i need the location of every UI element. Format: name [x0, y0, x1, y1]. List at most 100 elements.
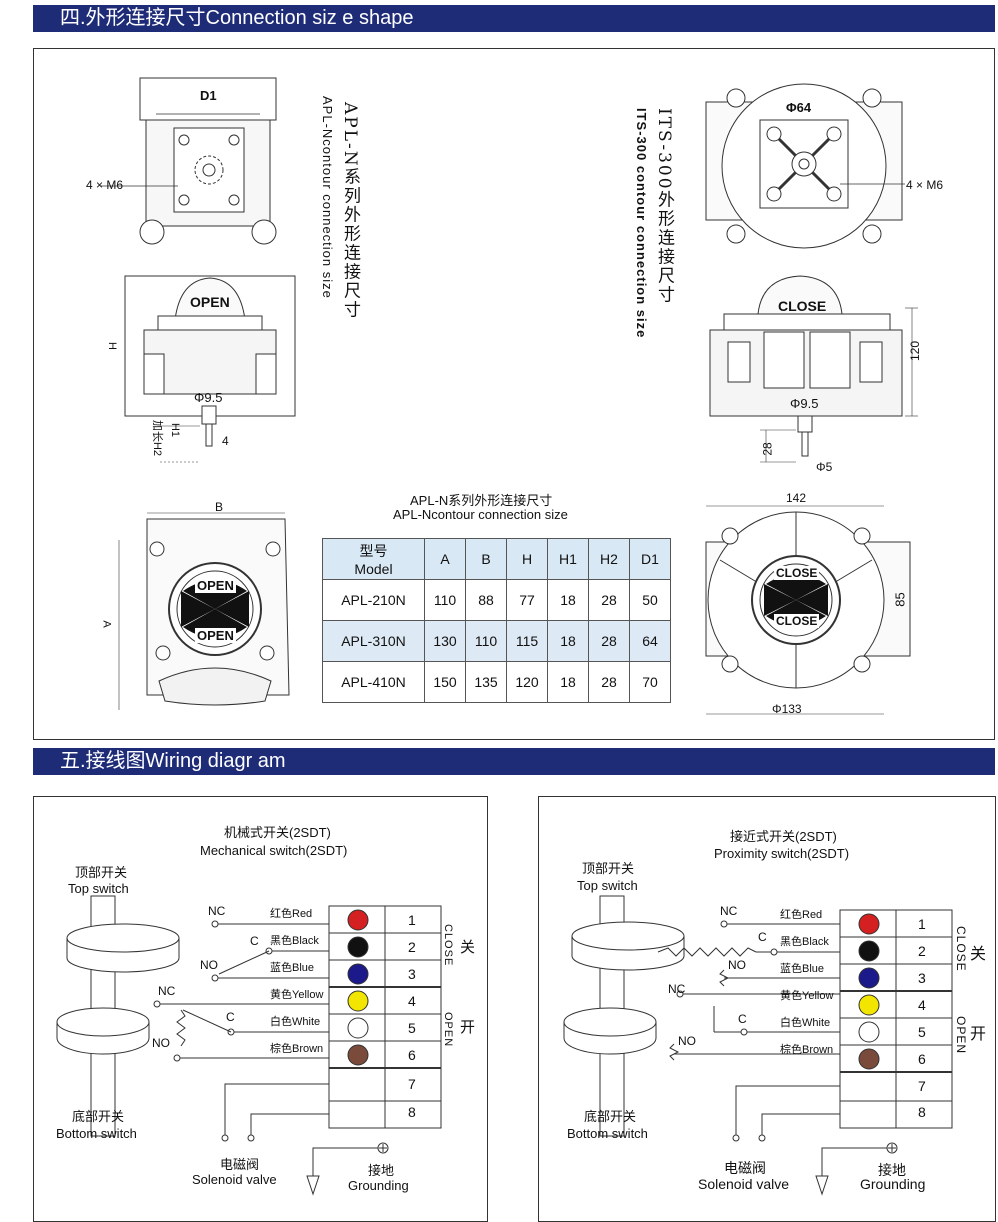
- table-title-cn: APL-N系列外形连接尺寸: [410, 493, 553, 508]
- its-shaft-label: Φ9.5: [790, 396, 819, 411]
- terminal-number: 3: [918, 970, 926, 986]
- table-cell: 18: [547, 579, 589, 621]
- prox-solenoid-en: Solenoid valve: [698, 1176, 790, 1192]
- its-bottom-view: [705, 505, 911, 715]
- table-cell: 64: [629, 620, 671, 662]
- terminal-number: 8: [918, 1104, 926, 1120]
- wire-label: 红色Red: [270, 908, 313, 920]
- prox-nc-top: NC: [720, 904, 738, 918]
- its-phi133-label: Φ133: [772, 702, 802, 716]
- prox-c-top: C: [758, 930, 767, 944]
- mech-no-bottom: NO: [152, 1036, 170, 1050]
- mech-c-bottom: C: [226, 1010, 235, 1024]
- col-header: H1: [547, 538, 589, 580]
- section-title: 五.接线图Wiring diagr am: [60, 750, 286, 772]
- wire-label: 蓝色Blue: [270, 962, 315, 974]
- wire-label: 棕色Brown: [270, 1043, 324, 1055]
- terminal-number: 6: [918, 1051, 926, 1067]
- prox-title-en: Proximity switch(2SDT): [714, 846, 850, 861]
- table-row: APL-410N 150 135 120 18 28 70: [322, 661, 671, 703]
- prox-no-bottom: NO: [678, 1034, 696, 1048]
- apln-shaft-label: Φ9.5: [194, 390, 223, 405]
- prox-nc-bottom: NC: [668, 982, 686, 996]
- terminal-number: 5: [918, 1024, 926, 1040]
- cell-model: APL-310N: [322, 620, 425, 662]
- apln-h-label: H: [105, 342, 118, 350]
- apln-front-view: [124, 275, 296, 463]
- its-side-title-cn: ITS-300外形连接尺寸: [654, 108, 674, 305]
- col-header: D1: [629, 538, 671, 580]
- table-cell: 18: [547, 661, 589, 703]
- apln-h1-label: H1: [169, 422, 182, 438]
- its-bolt-label: 4 × M6: [906, 178, 944, 192]
- apln-side-title-cn: APL-N系列外形连接尺寸: [340, 102, 360, 320]
- table-cell: 150: [424, 661, 466, 703]
- mech-top-cn: 顶部开关: [75, 865, 128, 880]
- col-header: H: [506, 538, 548, 580]
- apln-bottom-view: [118, 512, 290, 710]
- mech-nc-bottom: NC: [158, 984, 176, 998]
- its-d28-label: 28: [760, 442, 775, 456]
- prox-ground-cn: 接地: [878, 1162, 906, 1178]
- apln-bolt-label: 4 × M6: [86, 178, 124, 192]
- cell-model: APL-410N: [322, 661, 425, 703]
- table-title-en: APL-Ncontour connection size: [393, 507, 568, 522]
- wire-label: 黑色Black: [270, 935, 319, 947]
- prox-c-bottom: C: [738, 1012, 747, 1026]
- wire-label: 蓝色Blue: [780, 963, 825, 975]
- wire-label: 白色White: [270, 1016, 321, 1028]
- mech-open-cn: 开: [460, 1019, 476, 1036]
- prox-no-top: NO: [728, 958, 746, 972]
- col-model-cn: 型号: [359, 543, 388, 559]
- its-phi5-label: Φ5: [816, 460, 833, 474]
- table-cell: 130: [424, 620, 466, 662]
- terminal-number: 2: [918, 943, 926, 959]
- terminal-number: 7: [408, 1076, 416, 1092]
- table-cell: 70: [629, 661, 671, 703]
- col-header: B: [465, 538, 507, 580]
- prox-title-cn: 接近式开关(2SDT): [730, 829, 837, 844]
- terminal-number: 1: [408, 912, 416, 928]
- terminal-number: 2: [408, 939, 416, 955]
- col-header: H2: [588, 538, 630, 580]
- its-close-label: CLOSE: [778, 298, 827, 314]
- its-close-bottom-label: CLOSE: [774, 614, 820, 628]
- mech-title-cn: 机械式开关(2SDT): [224, 825, 331, 840]
- table-cell: 28: [588, 579, 630, 621]
- terminal-number: 4: [918, 997, 926, 1013]
- section-header-dimensions: 四.外形连接尺寸Connection siz e shape: [33, 5, 995, 32]
- table-cell: 77: [506, 579, 548, 621]
- apln-top-view: [100, 77, 277, 245]
- mech-open-label: OPEN: [442, 1012, 454, 1048]
- mech-nc-top: NC: [208, 904, 226, 918]
- table-cell: 88: [465, 579, 507, 621]
- cell-model: APL-210N: [322, 579, 425, 621]
- table-cell: 110: [424, 579, 466, 621]
- its-h85-label: 85: [892, 592, 908, 607]
- its-side-title-en: ITS-300 contour connection size: [634, 108, 649, 339]
- col-model: 型号 Model: [322, 538, 425, 580]
- section-title: 四.外形连接尺寸Connection siz e shape: [60, 7, 414, 29]
- apln-side-title-en: APL-Ncontour connection size: [320, 96, 335, 299]
- mech-bottom-cn: 底部开关: [72, 1109, 125, 1124]
- mech-close-label: CLOSE: [442, 924, 454, 967]
- section-header-wiring: 五.接线图Wiring diagr am: [33, 748, 995, 775]
- apln-h2-label: 加长H2: [151, 419, 164, 457]
- mech-close-cn: 关: [460, 939, 476, 956]
- apln-open-bottom-label: OPEN: [195, 628, 236, 643]
- table-cell: 28: [588, 620, 630, 662]
- table-cell: 110: [465, 620, 507, 662]
- table-header-row: 型号 Model A B H H1 H2 D1: [322, 538, 671, 580]
- terminal-number: 3: [408, 966, 416, 982]
- mech-solenoid-en: Solenoid valve: [192, 1172, 277, 1187]
- table-cell: 115: [506, 620, 548, 662]
- mech-ground-cn: 接地: [368, 1163, 395, 1178]
- prox-bottom-en: Bottom switch: [567, 1126, 648, 1141]
- its-phi64-label: Φ64: [786, 100, 812, 115]
- terminal-number: 5: [408, 1020, 416, 1036]
- table-cell: 120: [506, 661, 548, 703]
- prox-bottom-cn: 底部开关: [584, 1109, 637, 1124]
- apln-a-label: A: [100, 620, 113, 628]
- table-cell: 18: [547, 620, 589, 662]
- wire-label: 白色White: [780, 1017, 831, 1029]
